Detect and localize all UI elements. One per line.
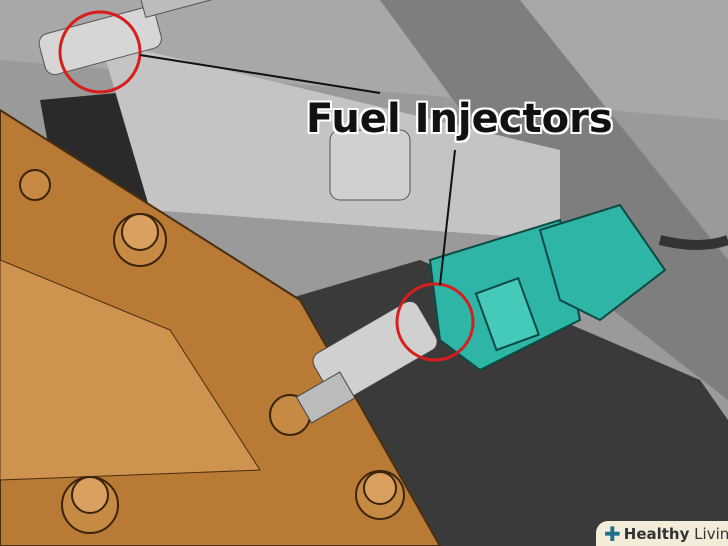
watermark-logo: ✚ Healthy Living	[596, 521, 728, 546]
watermark-brand-regular: Living	[694, 524, 728, 543]
injector-connector	[428, 203, 667, 372]
plus-cross-icon: ✚	[604, 521, 621, 546]
highlight-circle-lower	[395, 282, 475, 362]
fuel-injectors-label: Fuel Injectors	[306, 96, 613, 142]
highlight-circle-top	[58, 10, 142, 94]
watermark-brand-bold: Healthy	[623, 524, 690, 543]
pointer-line-top	[139, 54, 381, 94]
bolts	[19, 169, 405, 534]
pointer-line-lower	[439, 149, 456, 286]
top-fuel-injector	[38, 0, 234, 76]
wire-cable	[658, 235, 728, 250]
lower-fuel-injector	[295, 300, 438, 424]
